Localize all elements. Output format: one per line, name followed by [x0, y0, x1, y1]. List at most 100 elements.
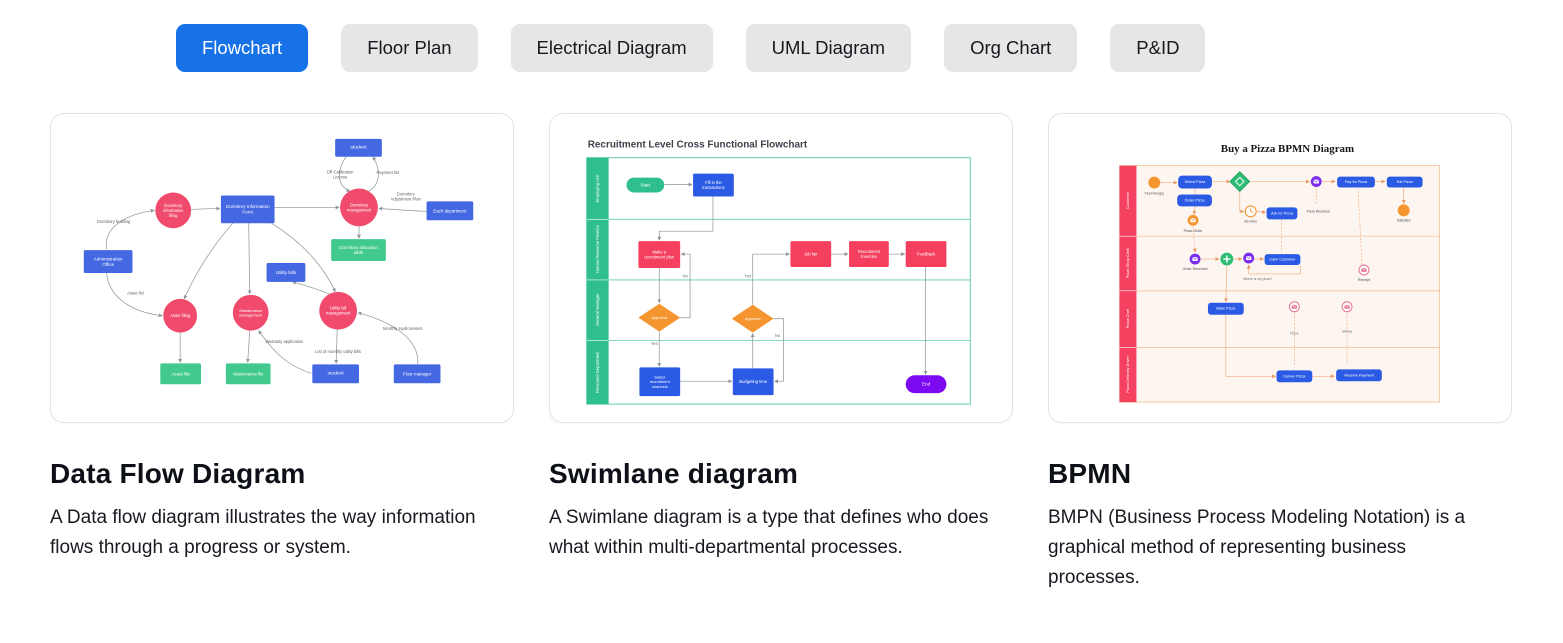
node-feedback: Feedback — [905, 241, 947, 268]
edge — [1223, 266, 1228, 303]
node-payment-list: Payment list — [376, 170, 399, 175]
edge — [245, 330, 251, 363]
node-utility-bills: Utility bills — [266, 263, 306, 282]
edge — [1192, 206, 1197, 215]
node-buy-a-pizza-bpmn-diagram: Buy a Pizza BPMN Diagram — [1221, 143, 1354, 155]
svg-text:Money: Money — [1342, 330, 1352, 334]
svg-text:Asset filing: Asset filing — [170, 313, 191, 318]
node-pay-for-pizza: Pay for Pizza — [1337, 176, 1375, 188]
message-event-shape — [1288, 301, 1300, 313]
node-where-is-my-pizza: Where is my pizza? — [1243, 277, 1272, 281]
card-title: Swimlane diagram — [549, 458, 799, 489]
svg-text:General Manager: General Manager — [595, 293, 600, 326]
edge — [334, 329, 339, 364]
svg-text:60 mins: 60 mins — [1244, 219, 1257, 223]
node-deliver-pizza: Deliver Pizza — [1276, 370, 1313, 383]
tab-p-id[interactable]: P&ID — [1110, 24, 1206, 72]
svg-text:Bake Pizza: Bake Pizza — [1216, 307, 1236, 311]
svg-text:Order Pizza: Order Pizza — [1185, 198, 1206, 202]
edge — [291, 280, 332, 296]
tab-uml-diagram[interactable]: UML Diagram — [745, 24, 912, 72]
tab-org-chart[interactable]: Org Chart — [944, 24, 1078, 72]
node-ask-for-pizza: Ask for Pizza — [1266, 207, 1298, 220]
svg-text:List of monthly utility bills: List of monthly utility bills — [315, 349, 361, 354]
svg-text:Pizza Shop Clerk: Pizza Shop Clerk — [1125, 248, 1130, 278]
edge — [106, 208, 155, 250]
tab-electrical-diagram[interactable]: Electrical Diagram — [510, 24, 713, 72]
node-order-pizza: Order Pizza — [1177, 194, 1212, 207]
edge — [773, 318, 784, 384]
svg-text:Eat Pizza: Eat Pizza — [1397, 180, 1414, 184]
edge — [680, 252, 691, 319]
node-calm-customer: Calm Customer — [1264, 254, 1301, 266]
svg-text:Receive Payment: Receive Payment — [1344, 373, 1374, 377]
diagram-preview-card[interactable]: Recruitment Level Cross Functional Flowc… — [549, 113, 1013, 423]
node-monthly-hydrometers: Monthly Hydrometers — [383, 326, 423, 331]
circle-shape — [1148, 176, 1161, 189]
node-pizza-received: Pizza Received — [1307, 209, 1330, 213]
edge — [357, 311, 419, 365]
message-event-shape — [1189, 253, 1201, 265]
node-receipt: Receipt — [1358, 278, 1370, 282]
svg-text:Order Received: Order Received — [1183, 267, 1208, 271]
node-human-resource-position: Human Resource Position — [595, 224, 600, 273]
svg-text:Pay for Pizza: Pay for Pizza — [1345, 180, 1368, 184]
edge — [1246, 264, 1301, 275]
node-yes: Yes — [744, 273, 751, 278]
diagram-templates-page: Flowchart Floor Plan Electrical Diagram UML… — [0, 0, 1563, 593]
svg-text:End: End — [922, 382, 931, 387]
svg-text:Yes: Yes — [651, 341, 658, 346]
tab-flowchart[interactable]: Flowchart — [176, 24, 309, 72]
svg-text:Dormitory building: Dormitory building — [97, 219, 131, 224]
node-dormitory-building: Dormitory building — [97, 219, 131, 224]
card-swimlane-diagram: Recruitment Level Cross Functional Flowc… — [549, 113, 1013, 593]
node-student: student — [312, 364, 359, 384]
message-event-shape — [1358, 264, 1370, 276]
svg-text:No: No — [682, 273, 688, 278]
svg-text:Pizza Delivery Driver: Pizza Delivery Driver — [1125, 355, 1130, 393]
plus-gateway-shape — [1220, 252, 1234, 266]
node-each-department: Each department — [426, 201, 474, 221]
svg-text:Ask for Pizza: Ask for Pizza — [1271, 211, 1294, 215]
node-employing-unit: Employing Unit — [595, 174, 600, 203]
tab-floor-plan[interactable]: Floor Plan — [341, 24, 478, 72]
node-asset-list: Asset list — [127, 290, 144, 295]
svg-text:Personnel Department: Personnel Department — [595, 351, 600, 393]
node-satisfied: Satisfied — [1397, 218, 1411, 222]
edge — [1239, 191, 1245, 214]
message-event-shape — [1243, 252, 1255, 264]
edge — [247, 223, 252, 295]
node-start: Start — [626, 177, 665, 193]
svg-text:Human Resource Position: Human Resource Position — [595, 224, 600, 273]
edge — [191, 206, 221, 211]
svg-text:Floor manager: Floor manager — [403, 371, 432, 376]
diagram-type-tabs: Flowchart Floor Plan Electrical Diagram UML… — [0, 0, 1563, 72]
svg-text:Feedback: Feedback — [917, 252, 936, 257]
edge — [106, 272, 163, 318]
svg-text:Monthly Hydrometers: Monthly Hydrometers — [383, 326, 423, 331]
node-general-manager: General Manager — [595, 293, 600, 326]
edge — [366, 156, 379, 193]
